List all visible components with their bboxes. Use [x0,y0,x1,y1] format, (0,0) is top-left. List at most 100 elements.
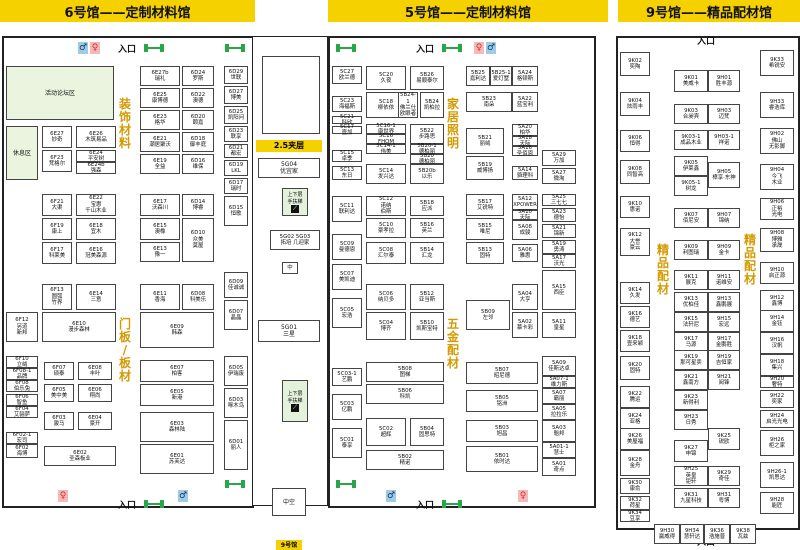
rest-area[interactable]: 休息区 [6,126,38,180]
stall-5G01[interactable]: 5G01 三星 [258,320,320,342]
hall5-top-entry[interactable]: 入口 [416,45,435,55]
stall-5G04[interactable]: 5G04 优宜家 [258,158,320,178]
escalator-lower[interactable]: 上下层 手扶梯 ⟋ [282,380,308,422]
hall6-bottom-entry[interactable]: 入口 [118,501,137,511]
hall9-link[interactable]: 9号馆 [276,540,302,550]
